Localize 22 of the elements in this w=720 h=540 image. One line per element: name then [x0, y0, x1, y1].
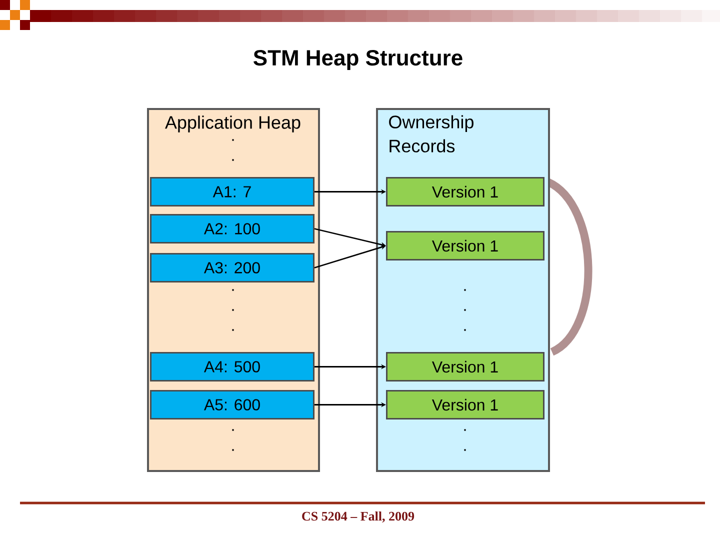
- variable-box: A3: 200: [150, 253, 314, 282]
- ellipsis-dot: .: [464, 289, 466, 291]
- variable-box: A2: 100: [150, 214, 314, 244]
- version-box: Version 1: [386, 352, 544, 382]
- version-box: Version 1: [386, 177, 544, 206]
- ellipsis-dot: .: [464, 449, 466, 451]
- arrow: [314, 244, 386, 268]
- ellipsis-dot: .: [464, 309, 466, 311]
- ellipsis-dot: .: [232, 289, 234, 291]
- ellipsis-dot: .: [232, 449, 234, 451]
- ellipsis-dot: .: [232, 159, 234, 161]
- version-box: Version 1: [386, 390, 544, 420]
- ellipsis-dot: .: [464, 329, 466, 331]
- ellipsis-dot: .: [232, 139, 234, 141]
- variable-box: A1: 7: [150, 177, 314, 206]
- title: STM Heap Structure: [254, 50, 462, 70]
- ellipsis-dot: .: [232, 309, 234, 311]
- ellipsis-dot: .: [232, 329, 234, 331]
- version-box: Version 1: [386, 231, 544, 260]
- footer-text: CS 5204 – Fall, 2009: [302, 511, 414, 522]
- variable-box: A5: 600: [150, 390, 314, 420]
- variable-box: A4: 500: [150, 352, 314, 382]
